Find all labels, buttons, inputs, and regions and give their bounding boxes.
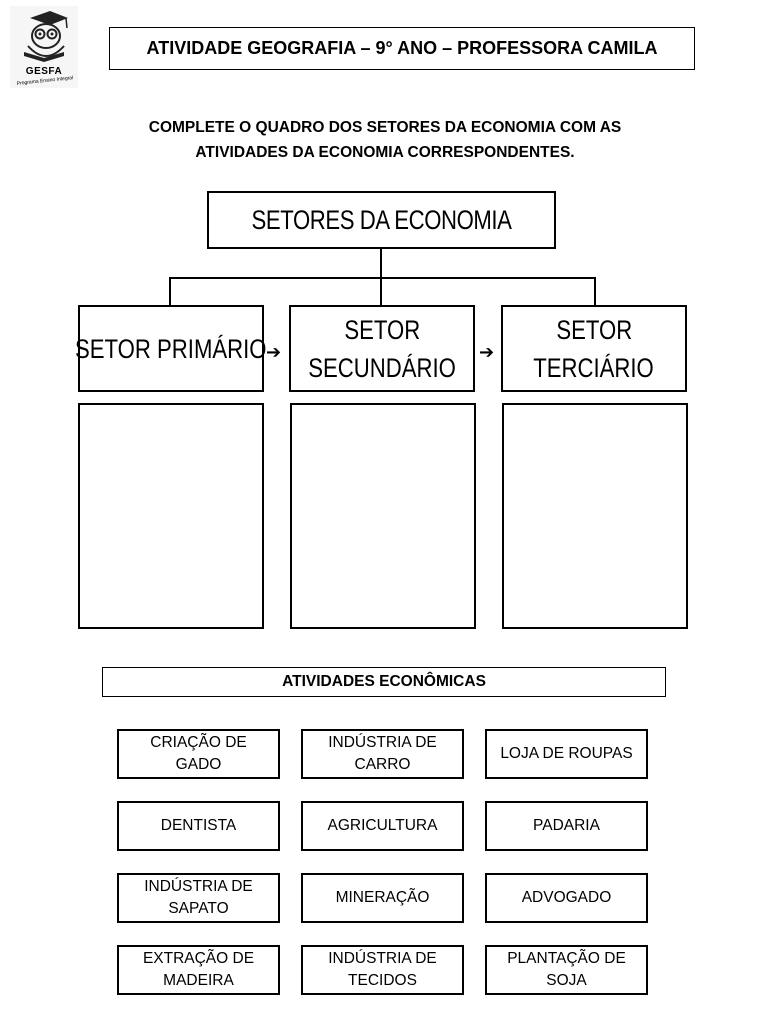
activity-card[interactable]: ADVOGADO [485,873,648,923]
activity-card[interactable]: INDÚSTRIA DE CARRO [301,729,464,779]
sector-box-primary: SETOR PRIMÁRIO [75,305,267,392]
instruction-text: COMPLETE O QUADRO DOS SETORES DA ECONOMI… [100,115,670,165]
arrow-right-icon: ➔ [479,342,495,362]
activity-card[interactable]: EXTRAÇÃO DE MADEIRA [117,945,280,995]
connector-vertical-middle [380,277,382,305]
activity-card[interactable]: DENTISTA [117,801,280,851]
sector-secondary-line-1: SETOR [344,314,420,345]
activity-line-1: DENTISTA [160,817,237,834]
activity-line-1: ADVOGADO [521,889,612,906]
arrow-right-icon: ➔ [266,342,282,362]
activity-line-1: PLANTAÇÃO DE [507,950,626,967]
activity-card[interactable]: INDÚSTRIA DE TECIDOS [301,945,464,995]
activity-card[interactable]: AGRICULTURA [301,801,464,851]
connector-vertical-left [169,277,171,305]
instruction-line-1: COMPLETE O QUADRO DOS SETORES DA ECONOMI… [148,119,622,136]
activity-line-2: SAPATO [168,900,229,917]
sector-box-secondary: SETOR SECUNDÁRIO [289,305,475,392]
activity-line-1: EXTRAÇÃO DE [142,950,255,967]
owl-icon [24,11,68,62]
page-title: ATIVIDADE GEOGRAFIA – 9° ANO – PROFESSOR… [109,27,695,70]
connector-vertical-right [594,277,596,305]
activity-line-2: SOJA [546,972,587,989]
logo-name: GESFA [25,66,63,77]
activity-line-2: MADEIRA [163,972,234,989]
connector-vertical-root [380,249,382,278]
activity-line-2: CARRO [354,756,411,773]
activity-line-1: INDÚSTRIA DE [144,878,253,895]
sector-tertiary-line-1: SETOR [556,314,632,345]
sector-primary-line-1: SETOR PRIMÁRIO [75,333,267,364]
activity-line-1: PADARIA [533,817,600,834]
activity-line-1: LOJA DE ROUPAS [500,745,633,762]
activity-card[interactable]: MINERAÇÃO [301,873,464,923]
activity-line-1: CRIAÇÃO DE [150,734,247,751]
activity-card[interactable]: CRIAÇÃO DE GADO [117,729,280,779]
activity-card[interactable]: PADARIA [485,801,648,851]
activity-line-1: INDÚSTRIA DE [328,950,437,967]
activity-line-1: MINERAÇÃO [335,889,430,906]
diagram-root-box: SETORES DA ECONOMIA [207,191,556,249]
activity-card[interactable]: LOJA DE ROUPAS [485,729,648,779]
sector-box-tertiary: SETOR TERCIÁRIO [501,305,687,392]
school-logo: GESFA Programa Ensino Integral [10,6,78,88]
activity-line-1: AGRICULTURA [327,817,438,834]
answer-box-secondary[interactable] [290,403,476,629]
activities-heading: ATIVIDADES ECONÔMICAS [102,667,666,697]
sector-secondary-line-2: SECUNDÁRIO [308,352,456,383]
activity-line-1: INDÚSTRIA DE [328,734,437,751]
activity-line-2: GADO [175,756,222,773]
answer-box-tertiary[interactable] [502,403,688,629]
activity-card[interactable]: INDÚSTRIA DE SAPATO [117,873,280,923]
sector-tertiary-line-2: TERCIÁRIO [533,352,655,383]
diagram-root-label: SETORES DA ECONOMIA [251,204,512,235]
instruction-line-2: ATIVIDADES DA ECONOMIA CORRESPONDENTES. [195,144,575,161]
answer-box-primary[interactable] [78,403,264,629]
activity-line-2: TECIDOS [348,972,417,989]
activity-card[interactable]: PLANTAÇÃO DE SOJA [485,945,648,995]
connector-horizontal [169,277,596,279]
